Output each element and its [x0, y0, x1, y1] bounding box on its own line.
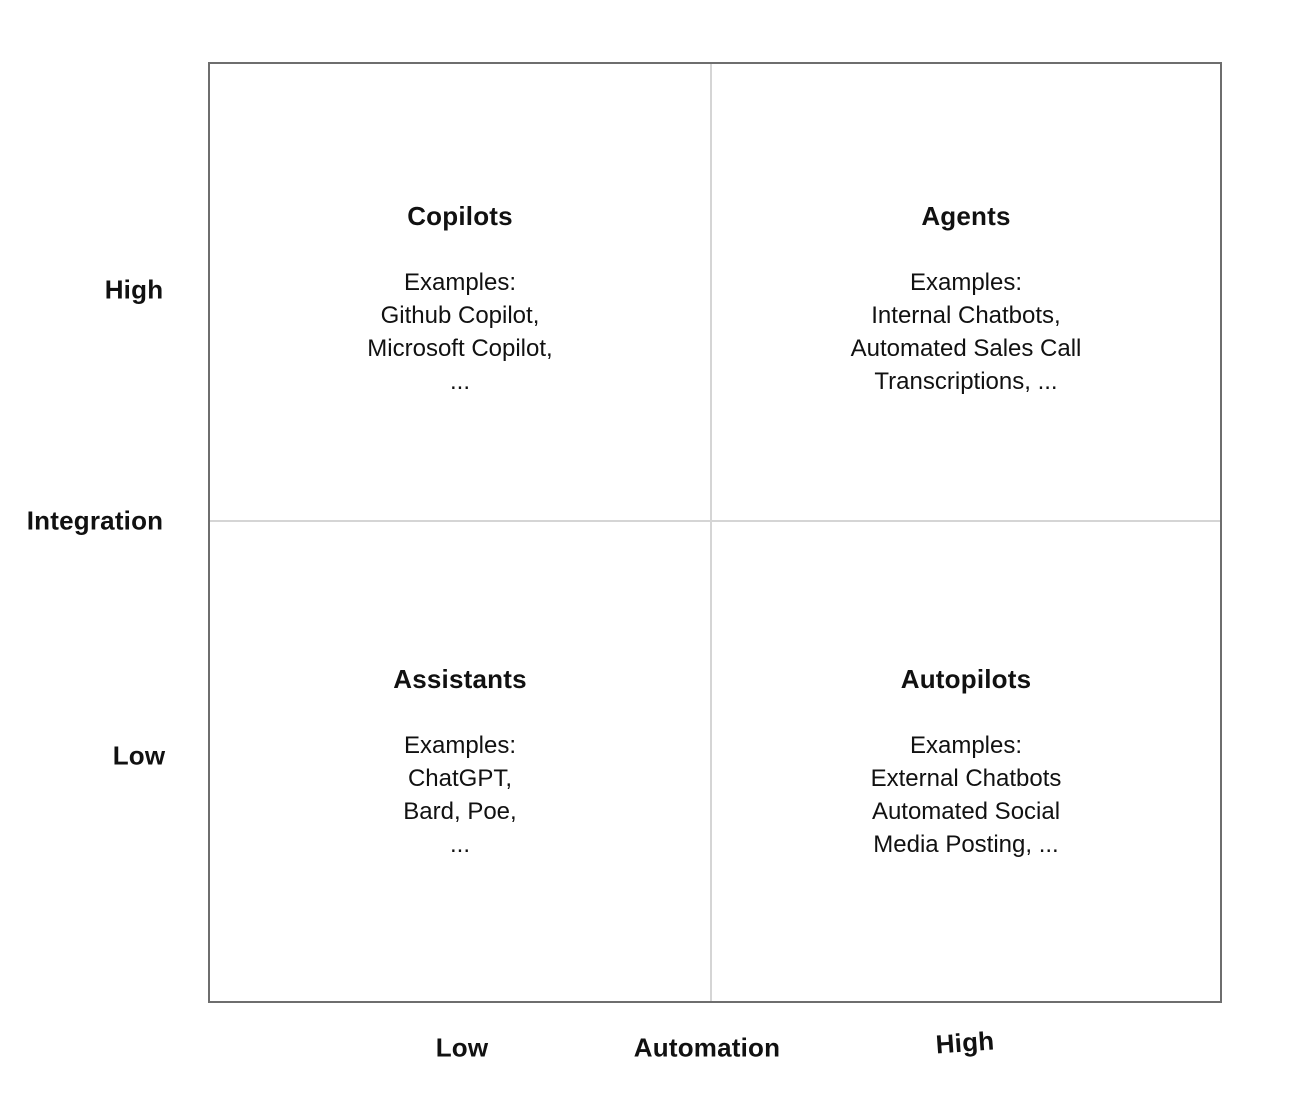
quadrant-line: ChatGPT, — [407, 764, 513, 792]
quadrant-line: Microsoft Copilot, — [367, 335, 553, 362]
quadrant-line: ... — [449, 368, 470, 395]
quadrant-line: Examples: — [909, 731, 1023, 759]
quadrant-line: Bard, Poe, — [403, 797, 517, 825]
quadrant-autopilots-title: Autopilots — [900, 663, 1032, 694]
quadrant-line: Examples: — [403, 731, 517, 759]
quadrant-line: Internal Chatbots, — [871, 302, 1061, 329]
quadrant-agents: Agents Examples: Internal Chatbots, Auto… — [712, 64, 1220, 522]
quadrant-line: Github Copilot, — [380, 302, 540, 329]
quadrant-line: External Chatbots — [870, 764, 1062, 792]
quadrant-line: ... — [449, 830, 470, 858]
quadrant-autopilots: Autopilots Examples: External Chatbots A… — [712, 522, 1220, 1001]
y-axis-high-label: High — [104, 274, 164, 305]
quadrant-autopilots-examples: Examples: External Chatbots Automated So… — [871, 729, 1062, 861]
quadrant-line: Examples: — [403, 269, 517, 296]
quadrant-assistants-examples: Examples: ChatGPT, Bard, Poe, ... — [403, 729, 516, 861]
y-axis-title: Integration — [26, 505, 164, 536]
quadrant-copilots-examples: Examples: Github Copilot, Microsoft Copi… — [367, 266, 552, 398]
matrix-grid: Copilots Examples: Github Copilot, Micro… — [208, 62, 1222, 1003]
quadrant-assistants-title: Assistants — [393, 663, 527, 694]
quadrant-line: Automated Sales Call — [850, 335, 1082, 362]
quadrant-copilots-title: Copilots — [407, 201, 513, 231]
quadrant-agents-examples: Examples: Internal Chatbots, Automated S… — [851, 266, 1082, 398]
quadrant-assistants: Assistants Examples: ChatGPT, Bard, Poe,… — [210, 522, 712, 1001]
quadrant-agents-title: Agents — [921, 201, 1011, 231]
x-axis-title: Automation — [633, 1032, 781, 1063]
quadrant-line: Transcriptions, ... — [874, 368, 1058, 395]
quadrant-copilots: Copilots Examples: Github Copilot, Micro… — [210, 64, 712, 522]
x-axis-low-label: Low — [435, 1032, 489, 1063]
quadrant-line: Media Posting, ... — [873, 830, 1059, 858]
quadrant-line: Examples: — [909, 269, 1023, 296]
x-axis-high-label: High — [934, 1025, 996, 1060]
quadrant-line: Automated Social — [871, 797, 1061, 825]
y-axis-low-label: Low — [112, 740, 166, 771]
